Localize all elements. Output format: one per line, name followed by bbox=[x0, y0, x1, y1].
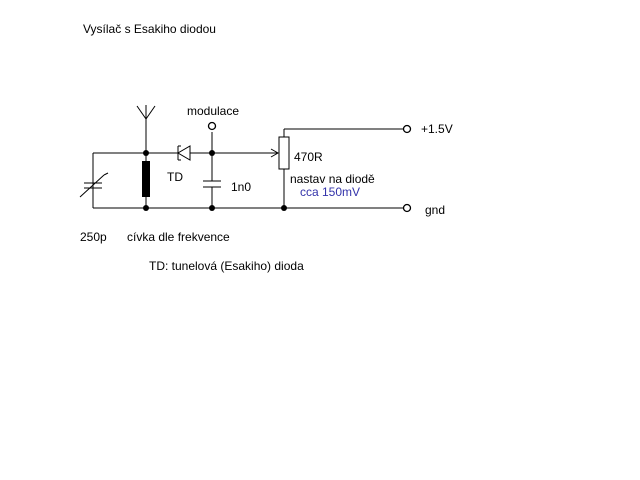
varcap-label: 250p bbox=[80, 230, 107, 244]
tunnel-diode-symbol bbox=[177, 145, 191, 161]
ground-label: gnd bbox=[425, 203, 445, 217]
diode-label: TD bbox=[167, 170, 183, 184]
modulation-label: modulace bbox=[187, 104, 239, 118]
resistor-label: 470R bbox=[294, 150, 323, 164]
ground-terminal bbox=[402, 203, 412, 213]
modulation-terminal bbox=[207, 121, 217, 131]
supply-label: +1.5V bbox=[421, 122, 453, 136]
supply-terminal bbox=[402, 124, 412, 134]
coil-label: cívka dle frekvence bbox=[127, 230, 230, 244]
coil-symbol bbox=[142, 161, 150, 197]
adjust-label: nastav na diodě bbox=[290, 172, 375, 186]
variable-capacitor-symbol bbox=[79, 153, 109, 198]
potentiometer-symbol bbox=[218, 136, 290, 170]
diagram-title: Vysílač s Esakiho diodou bbox=[83, 22, 216, 36]
adjust-value-label: cca 150mV bbox=[300, 185, 360, 199]
capacitor-label: 1n0 bbox=[231, 180, 251, 194]
legend-label: TD: tunelová (Esakiho) dioda bbox=[149, 259, 304, 273]
antenna-symbol bbox=[136, 105, 156, 130]
junction-dots bbox=[143, 150, 287, 211]
capacitor-symbol bbox=[203, 180, 221, 188]
